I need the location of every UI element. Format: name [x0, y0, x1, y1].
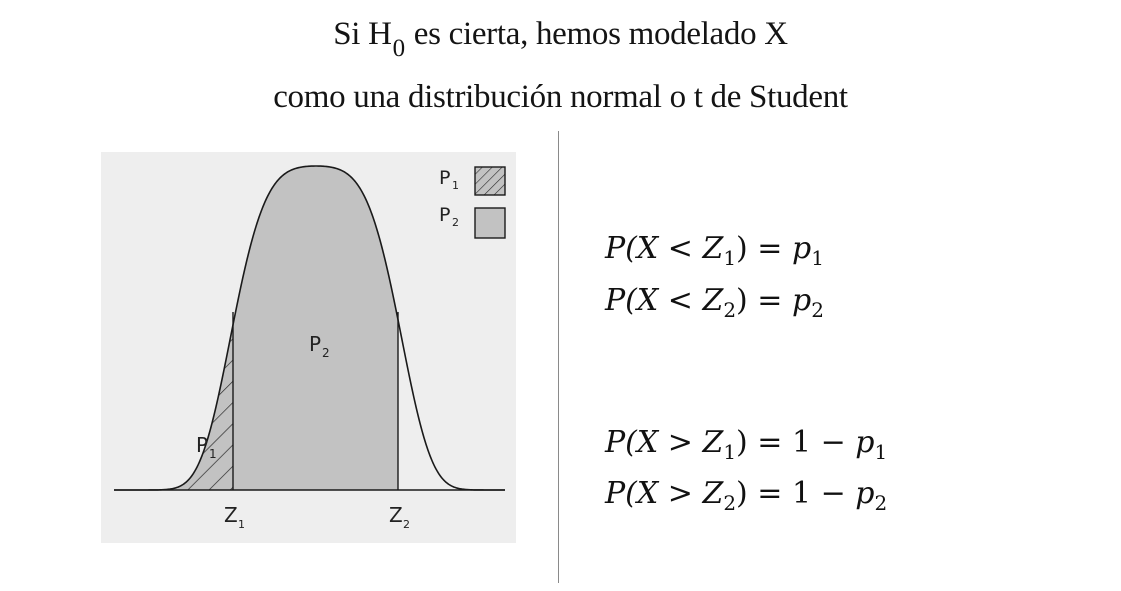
title-line-1: Si H0 es cierta, hemos modelado X [0, 14, 1121, 62]
density-curve [114, 165, 505, 491]
legend-p1-swatch [474, 166, 506, 196]
formula-2-rhs-subscript: 2 [811, 298, 824, 322]
axis-z1-subscript: 1 [238, 518, 245, 531]
region-p1-label: P [196, 433, 208, 457]
region-p2-subscript: 2 [322, 346, 330, 360]
formula-p-greater-z1: P(X > Z1) = 1 − p1 [605, 425, 888, 464]
axis-z2-label: Z [389, 503, 403, 527]
formula-1-lhs: P(X < Z [605, 231, 724, 266]
normal-distribution-figure: P 1 P 2 P 2 P 1 Z 1 Z 2 [101, 152, 516, 543]
distribution-svg: P 1 P 2 P 2 P 1 Z 1 Z 2 [114, 165, 506, 531]
formula-p-less-z2: P(X < Z2) = p2 [605, 283, 824, 322]
formula-4-rhs: p [855, 476, 875, 511]
region-p2-label: P [309, 332, 321, 356]
title-prefix: Si H [333, 16, 392, 52]
formula-2-rhs: p [791, 283, 812, 318]
legend-p2-label: P [439, 204, 450, 226]
formula-4-subscript: 2 [723, 491, 737, 515]
formula-4-lhs: P(X > Z [605, 476, 724, 511]
formula-3-rhs-subscript: 1 [874, 440, 888, 464]
formula-2-subscript: 2 [723, 298, 737, 322]
formula-p-less-z1: P(X < Z1) = p1 [605, 231, 824, 270]
formula-p-greater-z2: P(X > Z2) = 1 − p2 [605, 476, 888, 515]
formula-4-rhs-subscript: 2 [874, 491, 888, 515]
formula-1-rhs-subscript: 1 [811, 246, 824, 270]
formula-2-close: ) = [736, 283, 792, 318]
legend-p2-subscript: 2 [452, 216, 459, 229]
legend-p1-subscript: 1 [452, 179, 459, 192]
formula-1-subscript: 1 [723, 246, 737, 270]
legend-p2-swatch [474, 207, 506, 239]
title-line-2: como una distribución normal o t de Stud… [273, 79, 848, 115]
formula-2-lhs: P(X < Z [605, 283, 724, 318]
vertical-divider [558, 131, 559, 583]
axis-z1-label: Z [224, 503, 238, 527]
legend-p1-label: P [439, 167, 450, 189]
title-suffix: es cierta, hemos modelado X [405, 16, 788, 52]
region-p1-subscript: 1 [209, 447, 217, 461]
formula-1-rhs: p [791, 231, 812, 266]
axis-z2-subscript: 2 [403, 518, 410, 531]
formula-4-close: ) = 1 − [736, 476, 856, 511]
formula-1-close: ) = [736, 231, 792, 266]
formula-3-close: ) = 1 − [736, 425, 856, 460]
p1-hatched-region [114, 324, 233, 490]
title-subscript: 0 [392, 35, 406, 62]
formula-3-rhs: p [855, 425, 875, 460]
formula-3-lhs: P(X > Z [605, 425, 724, 460]
p2-solid-region [233, 166, 398, 490]
formula-3-subscript: 1 [723, 440, 737, 464]
